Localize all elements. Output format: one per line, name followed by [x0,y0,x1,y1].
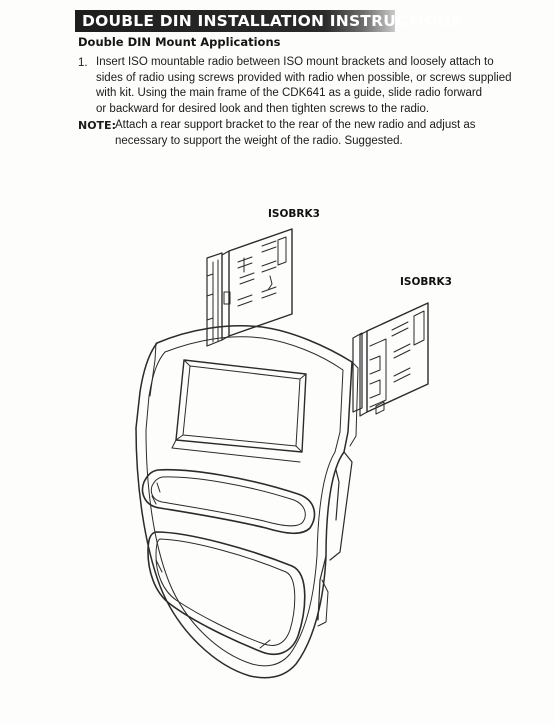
dash-kit-frame [135,325,359,679]
step-line: or backward for desired look and then ti… [96,103,430,116]
section-title: Double DIN Mount Applications [78,35,281,49]
bracket-label-right: ISOBRK3 [400,276,452,288]
step-number: 1. [78,57,88,69]
note-label: NOTE: [78,119,116,132]
note-line: Attach a rear support bracket to the rea… [115,119,476,131]
header-bar [75,10,395,32]
step-line: Insert ISO mountable radio between ISO m… [96,56,494,68]
step-line: with kit. Using the main frame of the CD… [96,87,483,100]
iso-bracket-left [206,228,293,347]
bracket-label-left: ISOBRK3 [268,208,320,220]
note-text: Attach a rear support bracket to the rea… [115,118,515,149]
note-line: necessary to support the weight of the r… [115,134,403,147]
step-text: Insert ISO mountable radio between ISO m… [96,55,526,118]
step-line: sides of radio using screws provided wit… [96,71,512,84]
iso-bracket-right [352,302,429,417]
page-title: DOUBLE DIN INSTALLATION INSTRUCTIONS [82,12,463,30]
